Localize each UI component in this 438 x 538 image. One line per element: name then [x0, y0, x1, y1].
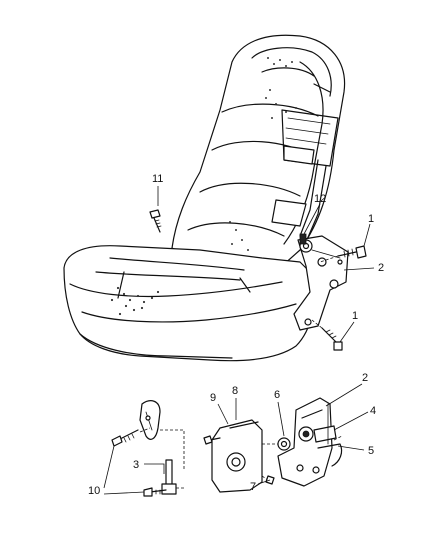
callout-3: 3 — [133, 459, 139, 471]
callout-1-upper: 1 — [368, 213, 374, 225]
seat-assembly — [63, 34, 346, 362]
bolt-1-lower — [311, 319, 343, 351]
recliner-cover — [203, 419, 275, 493]
seat-backrest — [171, 34, 346, 267]
seat-cushion — [63, 245, 315, 362]
bolt-11 — [149, 209, 162, 233]
bolt-1-upper — [319, 245, 367, 263]
foam-texture-back — [229, 57, 297, 257]
callout-4: 4 — [370, 405, 376, 417]
callout-2-upper: 2 — [378, 262, 384, 274]
callout-11: 11 — [152, 173, 163, 185]
callout-8: 8 — [232, 385, 238, 397]
callout-1-lower: 1 — [352, 310, 358, 322]
foam-texture-cushion — [110, 286, 160, 316]
screw-10-lower — [143, 487, 167, 497]
callout-9: 9 — [210, 392, 216, 404]
upper-recliner-bracket — [293, 233, 349, 331]
leader-lines — [103, 186, 375, 495]
recliner-spring — [262, 437, 291, 451]
callout-2-lower: 2 — [362, 372, 368, 384]
callout-10: 10 — [88, 485, 100, 497]
callout-5: 5 — [368, 445, 374, 457]
callout-6: 6 — [274, 389, 280, 401]
callout-labels: 11 12 1 2 1 8 9 6 2 4 5 3 7 10 — [88, 173, 384, 497]
recliner-mechanism — [277, 397, 343, 487]
screw-10-upper — [111, 429, 139, 447]
recliner-handle — [139, 400, 161, 440]
callout-7: 7 — [250, 481, 256, 493]
callout-12: 12 — [314, 193, 326, 205]
